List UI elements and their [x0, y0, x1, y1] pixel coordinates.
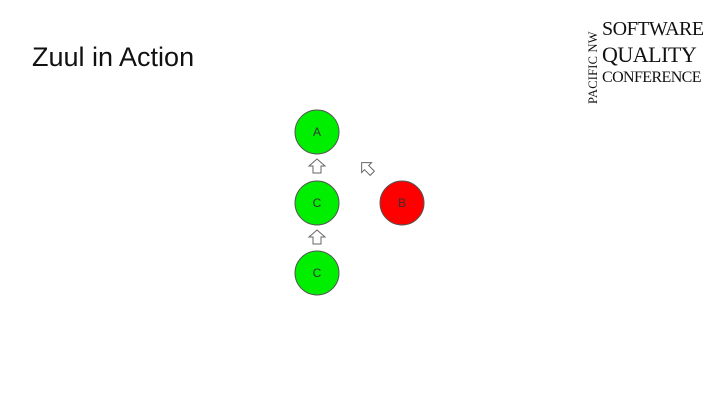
logo-line-software: SOFTWARE: [602, 18, 704, 40]
arrow-up-icon: [307, 158, 327, 174]
node-a: A: [294, 109, 340, 155]
node-c-bottom-circle: [294, 250, 340, 296]
arrow-up-left-icon: [361, 162, 376, 177]
node-a-circle: [294, 109, 340, 155]
slide-title: Zuul in Action: [32, 42, 195, 72]
node-c-middle-label: C: [313, 196, 322, 210]
node-c-middle: C: [294, 180, 340, 226]
logo-line-conference: CONFERENCE: [602, 69, 702, 86]
pnsqc-logo: PACIFIC NW SOFTWARE QUALITY CONFERENCE: [586, 18, 716, 104]
node-b-circle: [379, 180, 425, 226]
node-b-label: B: [398, 196, 406, 210]
arrow-up-icon: [307, 229, 327, 245]
node-c-bottom: C: [294, 250, 340, 296]
node-c-middle-circle: [294, 180, 340, 226]
node-c-bottom-label: C: [313, 266, 322, 280]
logo-line-quality: QUALITY: [602, 42, 697, 67]
node-a-label: A: [313, 125, 321, 139]
node-b: B: [379, 180, 425, 226]
